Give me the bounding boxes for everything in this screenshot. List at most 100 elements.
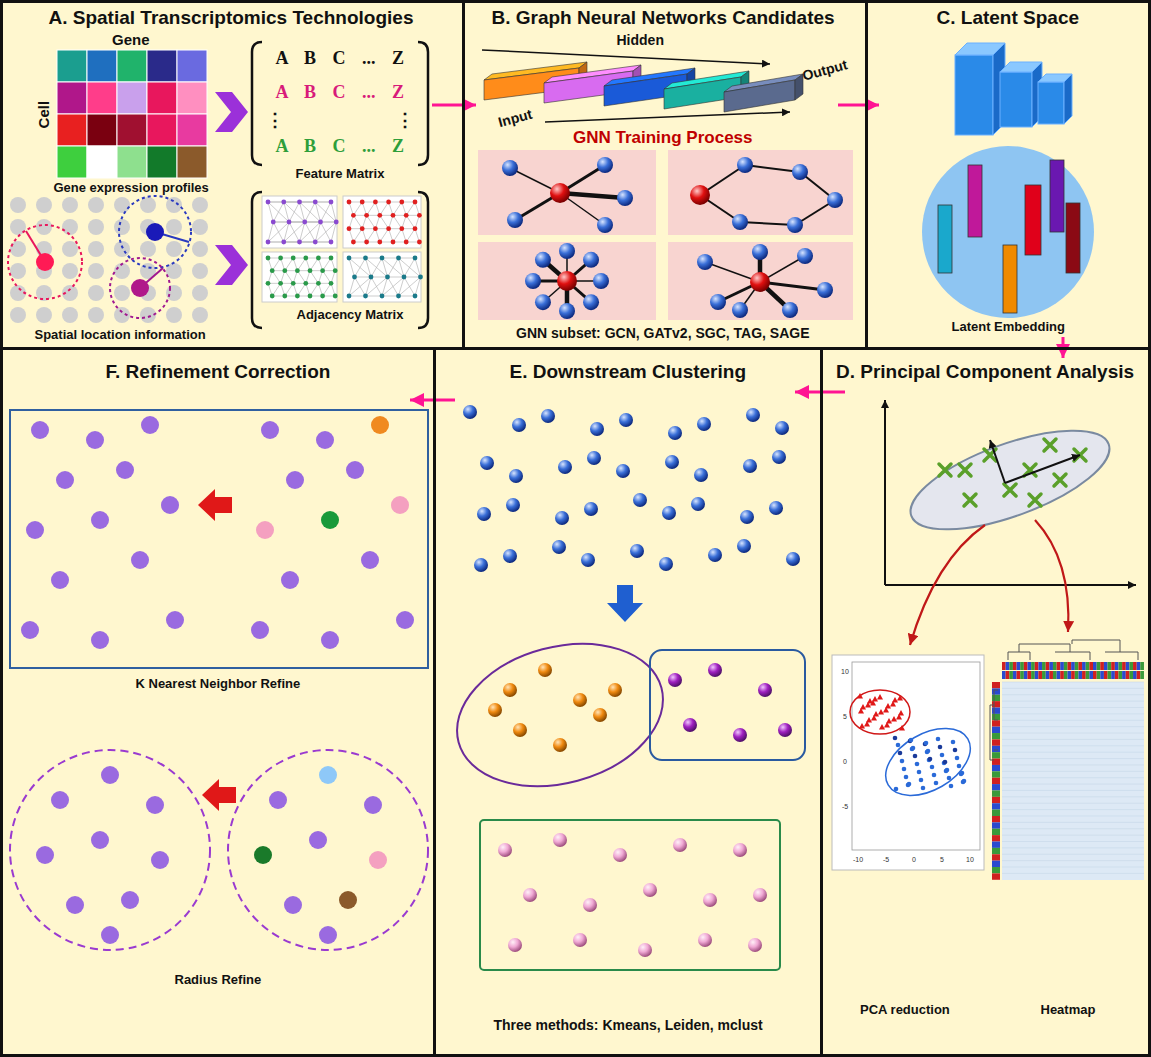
graph-thumbnail xyxy=(404,213,409,218)
heatmap-strip xyxy=(1111,671,1115,679)
gnn-graph xyxy=(535,252,551,268)
heatmap-strip xyxy=(1002,796,1144,797)
heatmap-strip xyxy=(1002,790,1144,791)
panel-label: Feature Matrix xyxy=(296,167,385,182)
graph-thumbnail xyxy=(351,213,356,218)
spatial-spots xyxy=(114,219,130,235)
heatmap-strip xyxy=(1002,771,1144,772)
cell-sphere xyxy=(633,493,647,507)
gnn-graph xyxy=(593,273,609,289)
heatmap-strip xyxy=(1097,662,1101,670)
heatmap-strip xyxy=(1068,662,1072,670)
cluster-outline xyxy=(650,650,805,760)
cell-sphere xyxy=(668,426,682,440)
heatmap-strip xyxy=(992,765,1000,771)
heatmap-strip xyxy=(1108,662,1112,670)
cell-sphere xyxy=(474,558,488,572)
heatmap-strip xyxy=(1027,662,1031,670)
spot-dot xyxy=(91,631,109,649)
spot-dot xyxy=(51,791,69,809)
scatter-point xyxy=(936,737,941,742)
cell-sphere xyxy=(541,409,555,423)
cluster-sphere xyxy=(503,683,517,697)
scatter-point xyxy=(947,776,952,781)
cell-sphere xyxy=(740,510,754,524)
graph-thumbnail xyxy=(313,200,318,205)
spot-dot xyxy=(371,416,389,434)
radius-circle xyxy=(10,750,210,950)
graph-thumbnail xyxy=(377,213,382,218)
heatmap-strip xyxy=(1013,671,1017,679)
cell-sphere xyxy=(786,552,800,566)
spatial-spots xyxy=(88,197,104,213)
graph-thumbnail xyxy=(404,277,421,278)
heatmap-strip xyxy=(992,861,1000,867)
panel-label: ⋮ xyxy=(396,110,414,131)
panel-box: C. Latent SpaceLatent Embedding xyxy=(865,0,1151,350)
pca-axis xyxy=(885,400,1136,585)
graph-thumbnail xyxy=(347,256,352,261)
spatial-spots xyxy=(140,307,156,323)
graph-thumbnail xyxy=(360,226,365,231)
expression-grid xyxy=(117,146,147,178)
graph-thumbnail xyxy=(351,240,356,245)
axis-tick: 5 xyxy=(940,856,944,864)
graph-thumbnail xyxy=(268,202,289,222)
pca-ellipse xyxy=(899,410,1121,549)
spot-dot xyxy=(146,796,164,814)
spatial-spots xyxy=(10,307,26,323)
flow-arrow xyxy=(432,104,476,107)
cluster-sphere xyxy=(513,723,527,737)
heatmap-strip xyxy=(1057,671,1061,679)
gnn-graph xyxy=(732,302,748,318)
spot-dot xyxy=(319,766,337,784)
panel-box: B. Graph Neural Networks CandidatesHidde… xyxy=(462,0,868,350)
neighborhood-circle xyxy=(110,258,170,318)
graph-thumbnail xyxy=(399,258,405,277)
heatmap-strip xyxy=(1046,671,1050,679)
cell-sphere xyxy=(772,450,786,464)
spot-dot xyxy=(269,791,287,809)
heatmap-strip xyxy=(1002,758,1144,759)
heatmap-strip xyxy=(1053,671,1057,679)
spatial-spots xyxy=(192,307,208,323)
expression-grid xyxy=(177,146,207,178)
curved-arrow xyxy=(910,525,985,645)
heatmap-strip xyxy=(1057,662,1061,670)
heatmap-strip xyxy=(1122,671,1126,679)
flow-line xyxy=(482,50,770,64)
cell-sphere xyxy=(590,422,604,436)
panel-label: A B C ... Z xyxy=(276,48,405,69)
graph-thumbnail xyxy=(333,294,338,299)
graph-thumbnail xyxy=(399,277,421,296)
scatter-point xyxy=(872,696,878,702)
cell-sphere xyxy=(694,468,708,482)
gnn-graph xyxy=(697,254,713,270)
flow-arrow xyxy=(838,104,879,107)
panel-label: Spatial location information xyxy=(35,328,206,343)
graph-thumbnail xyxy=(282,268,287,273)
heatmap-strip xyxy=(1002,841,1144,842)
spatial-spots xyxy=(88,307,104,323)
heatmap-strip xyxy=(1129,671,1133,679)
cell-sphere xyxy=(480,456,494,470)
spatial-spots xyxy=(192,241,208,257)
heatmap-strip xyxy=(1002,828,1144,829)
scatter-point xyxy=(859,723,865,729)
expression-grid xyxy=(147,146,177,178)
heatmap-strip xyxy=(1020,662,1024,670)
scatter-point xyxy=(906,783,911,788)
gnn-graph xyxy=(710,294,726,310)
gnn-graph xyxy=(745,165,800,172)
graph-thumbnail xyxy=(334,220,339,225)
heatmap-strip xyxy=(992,727,1000,733)
graph-tile xyxy=(478,150,656,235)
cell-sphere xyxy=(509,469,523,483)
gnn-graph xyxy=(559,303,575,319)
expression-grid xyxy=(57,82,87,114)
latent-cube xyxy=(1038,82,1064,124)
scatter-point xyxy=(949,784,954,789)
heatmap-strip xyxy=(1006,671,1010,679)
scatter-point xyxy=(860,704,866,710)
